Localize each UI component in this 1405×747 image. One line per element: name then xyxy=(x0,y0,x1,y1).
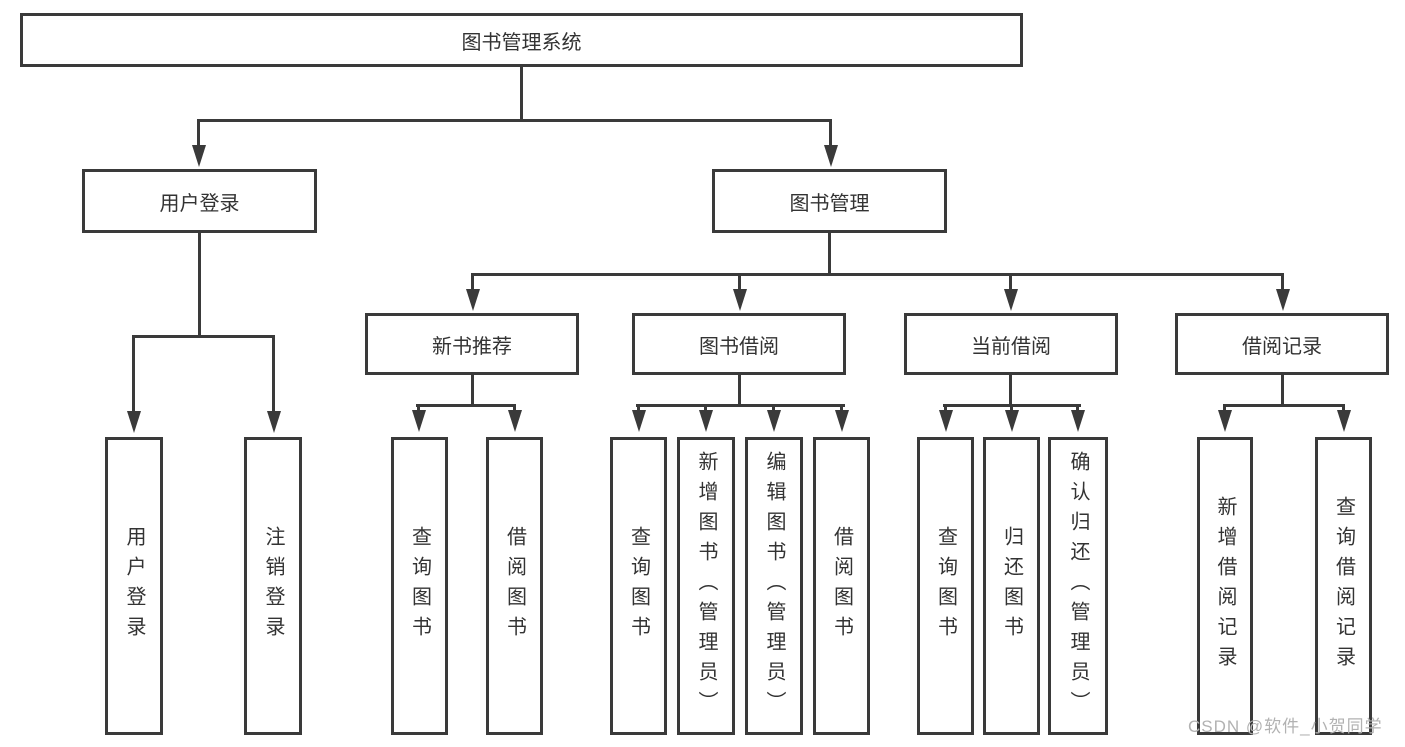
arrowhead-icon xyxy=(632,410,646,432)
arrowhead-icon xyxy=(1071,410,1085,432)
connector-user-login-branch xyxy=(132,335,275,338)
arrowhead-icon xyxy=(412,410,426,432)
leaf-search-book: 查询图书 xyxy=(610,437,667,735)
connector-level3-drop xyxy=(1009,276,1012,290)
connector-book-mgmt-drop xyxy=(829,122,832,146)
connector-level3-drop xyxy=(738,276,741,290)
connector-leaf-drop xyxy=(772,407,775,412)
watermark: CSDN @软件_小贺同学 xyxy=(1188,717,1383,736)
connector-leaf-drop xyxy=(272,338,275,411)
arrowhead-icon xyxy=(939,410,953,432)
connector-book-mgmt-stem xyxy=(828,233,831,273)
connector-level3-drop xyxy=(1281,276,1284,290)
leaf-logout: 注销登录 xyxy=(244,437,302,735)
arrowhead-icon xyxy=(1004,289,1018,311)
arrowhead-icon xyxy=(267,411,281,433)
leaf-search-book: 查询图书 xyxy=(917,437,974,735)
connector-leaf-drop xyxy=(637,407,640,412)
connector-records-branch xyxy=(1223,404,1345,407)
node-current-borrowing: 当前借阅 xyxy=(904,313,1118,375)
node-user-login: 用户登录 xyxy=(82,169,317,233)
arrowhead-icon xyxy=(1276,289,1290,311)
node-book-management: 图书管理 xyxy=(712,169,947,233)
connector-level3-drop xyxy=(471,276,474,290)
connector-leaf-drop xyxy=(840,407,843,412)
connector-leaf-drop xyxy=(1223,407,1226,412)
arrowhead-icon xyxy=(508,410,522,432)
connector-leaf-drop xyxy=(1342,407,1345,412)
connector-leaf-drop xyxy=(944,407,947,412)
arrowhead-icon xyxy=(192,145,206,167)
leaf-return-book: 归还图书 xyxy=(983,437,1040,735)
connector-borrowing-branch xyxy=(636,404,845,407)
arrowhead-icon xyxy=(824,145,838,167)
connector-leaf-drop xyxy=(704,407,707,412)
leaf-borrow-book: 借阅图书 xyxy=(813,437,870,735)
leaf-add-book-admin: 新增图书（管理员） xyxy=(677,437,735,735)
leaf-user-login: 用户登录 xyxy=(105,437,163,735)
connector-leaf-drop xyxy=(417,407,420,412)
connector-borrowing-stem xyxy=(738,375,741,407)
connector-leaf-drop xyxy=(1076,407,1079,412)
connector-root-stem xyxy=(520,67,523,122)
arrowhead-icon xyxy=(127,411,141,433)
connector-user-login-stem xyxy=(198,233,201,338)
connector-current-branch xyxy=(943,404,1081,407)
arrowhead-icon xyxy=(1218,410,1232,432)
connector-current-stem xyxy=(1009,375,1012,407)
node-root: 图书管理系统 xyxy=(20,13,1023,67)
node-book-borrowing: 图书借阅 xyxy=(632,313,846,375)
connector-records-stem xyxy=(1281,375,1284,407)
connector-book-mgmt-branch xyxy=(471,273,1284,276)
leaf-confirm-return-admin: 确认归还（管理员） xyxy=(1048,437,1108,735)
node-new-book-recommend: 新书推荐 xyxy=(365,313,579,375)
arrowhead-icon xyxy=(835,410,849,432)
arrowhead-icon xyxy=(1005,410,1019,432)
leaf-search-borrow-record: 查询借阅记录 xyxy=(1315,437,1372,735)
node-borrowing-records: 借阅记录 xyxy=(1175,313,1389,375)
connector-user-login-drop xyxy=(197,122,200,146)
connector-leaf-drop xyxy=(132,338,135,411)
arrowhead-icon xyxy=(699,410,713,432)
leaf-search-book: 查询图书 xyxy=(391,437,448,735)
arrowhead-icon xyxy=(466,289,480,311)
leaf-edit-book-admin: 编辑图书（管理员） xyxy=(745,437,803,735)
connector-new-books-stem xyxy=(471,375,474,407)
arrowhead-icon xyxy=(767,410,781,432)
connector-leaf-drop xyxy=(1010,407,1013,412)
connector-new-books-branch xyxy=(416,404,516,407)
connector-root-branch xyxy=(197,119,832,122)
leaf-add-borrow-record: 新增借阅记录 xyxy=(1197,437,1253,735)
leaf-borrow-book: 借阅图书 xyxy=(486,437,543,735)
arrowhead-icon xyxy=(1337,410,1351,432)
arrowhead-icon xyxy=(733,289,747,311)
connector-leaf-drop xyxy=(513,407,516,412)
